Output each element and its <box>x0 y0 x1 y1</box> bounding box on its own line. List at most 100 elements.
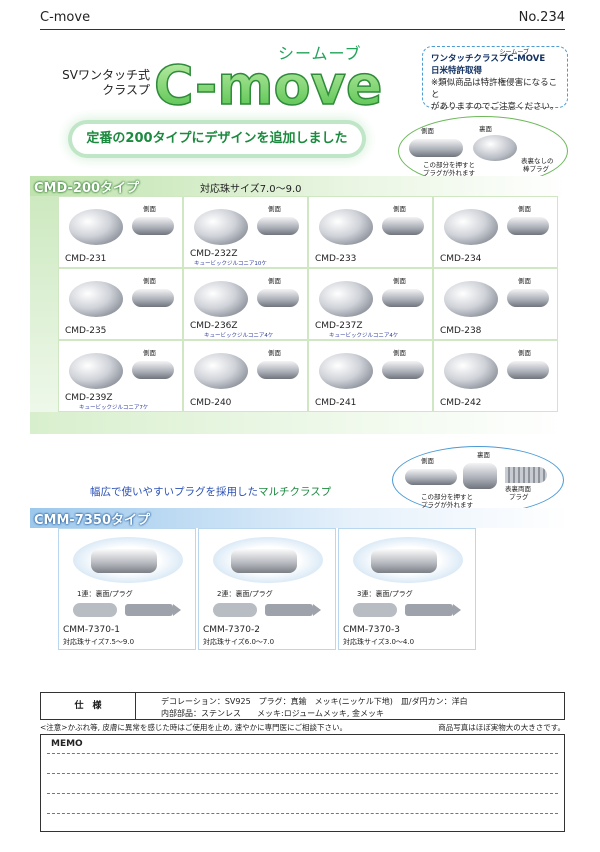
clasp-caption: 1連：裏面/プラグ <box>77 590 133 598</box>
diagram2-plug <box>505 467 547 483</box>
side-label: 側面 <box>268 277 281 285</box>
side-view-image <box>382 289 424 307</box>
plug-image <box>73 603 181 617</box>
diagram2-back-label: 裏面 <box>477 451 490 459</box>
photo-size-note: 商品写真はほぼ実物大の大きさです。 <box>438 723 565 732</box>
design-banner: 定番の200タイプにデザインを追加しました <box>72 124 362 154</box>
product-label: CMD-241 <box>315 398 357 408</box>
clasp-image <box>69 281 123 317</box>
clasp-image <box>319 209 373 245</box>
product-note: キュービックジルコニア4ケ <box>329 333 399 339</box>
side-view-image <box>507 361 549 379</box>
clasp-caption: 3連：裏面/プラグ <box>357 590 413 598</box>
diagram2-back-clasp <box>463 463 497 489</box>
product-label: CMD-240 <box>190 398 232 408</box>
product-note: キュービックジルコニア10ケ <box>194 261 267 267</box>
product-label: CMD-236Z <box>190 321 238 331</box>
diagram2-side-label: 側面 <box>421 457 434 465</box>
patent-line2: 日米特許取得 <box>431 66 483 76</box>
section1-left-band <box>30 196 58 412</box>
product-label: CMD-232Z <box>190 249 238 259</box>
diagram1-note1: この部分を押すと <box>423 161 475 169</box>
product-cell: 側面 CMD-237Z キュービックジルコニア4ケ <box>308 268 433 340</box>
product-cell: 側面 CMD-240 <box>183 340 308 412</box>
plug-image <box>213 603 321 617</box>
logo-text: C-move <box>154 54 382 116</box>
product-label: CMD-242 <box>440 398 482 408</box>
product-label: CMD-238 <box>440 326 482 336</box>
product-subtitle: SVワンタッチ式 クラスプ <box>58 68 150 98</box>
clasp-label: CMM-7370-3 <box>343 625 400 635</box>
side-label: 側面 <box>268 205 281 213</box>
side-view-image <box>382 361 424 379</box>
section2-title: CMM-7350タイプ <box>34 513 150 528</box>
product-label: CMD-239Z <box>65 393 113 403</box>
spec-key: 仕 様 <box>41 693 136 719</box>
clasp-image <box>194 281 248 317</box>
spec-line1: デコレーション：SV925 プラグ：真鍮 メッキ(ニッケル下地) 皿/ダ円カン：… <box>161 697 468 706</box>
page-header: C-move No.234 <box>40 10 565 30</box>
diagram1-side-label: 側面 <box>421 127 434 135</box>
side-view-image <box>132 217 174 235</box>
clasp-image <box>69 353 123 389</box>
multi-clasp-cell: 2連：裏面/プラグ CMM-7370-2 対応珠サイズ6.0～7.0 <box>198 528 336 650</box>
side-view-image <box>257 361 299 379</box>
memo-line <box>47 773 558 774</box>
multi-clasp-caption: 幅広で使いやすいプラグを採用したマルチクラスプ <box>90 484 331 499</box>
diagram1-back-clasp <box>473 135 517 161</box>
diagram2-note2: プラグが外れます <box>421 501 473 509</box>
clasp-image <box>444 353 498 389</box>
product-label: CMD-231 <box>65 254 107 264</box>
clasp-image <box>194 209 248 245</box>
side-label: 側面 <box>143 277 156 285</box>
subtitle-line1: SVワンタッチ式 <box>62 68 150 82</box>
memo-line <box>47 793 558 794</box>
clasp-label: CMM-7370-1 <box>63 625 120 635</box>
side-view-image <box>257 217 299 235</box>
side-label: 側面 <box>143 349 156 357</box>
side-view-image <box>507 289 549 307</box>
product-cell: 側面 CMD-232Z キュービックジルコニア10ケ <box>183 196 308 268</box>
diagram1-note4: 棒プラグ <box>523 165 549 173</box>
side-label: 側面 <box>393 277 406 285</box>
logo-kana: シームーブ <box>278 44 362 63</box>
side-view-image <box>257 289 299 307</box>
diagram1-note2: プラグが外れます <box>423 169 475 177</box>
clasp-diagram-1: 側面 裏面 この部分を押すと プラグが外れます 表裏なしの 棒プラグ <box>398 116 568 186</box>
memo-title: MEMO <box>51 739 83 749</box>
side-label: 側面 <box>518 277 531 285</box>
clasp-image <box>371 549 437 573</box>
side-label: 側面 <box>268 349 281 357</box>
diagram2-note1: この部分を押すと <box>421 493 473 501</box>
side-label: 側面 <box>393 349 406 357</box>
diagram1-note3: 表裏なしの <box>521 157 554 165</box>
clasp-image <box>91 549 157 573</box>
clasp-image <box>231 549 297 573</box>
section-cmd200-header: CMD-200タイプ 対応珠サイズ7.0～9.0 <box>30 176 570 196</box>
patent-kana: シームーブ <box>499 49 529 56</box>
patent-line4: がありますのでご注意ください。 <box>431 102 559 112</box>
section-cmm7350-header: CMM-7350タイプ <box>30 508 570 528</box>
clasp-image <box>194 353 248 389</box>
section1-bottom-band <box>30 412 570 434</box>
product-label: CMD-234 <box>440 254 482 264</box>
clasp-size: 対応珠サイズ7.5～9.0 <box>63 638 135 646</box>
section1-size: 対応珠サイズ7.0～9.0 <box>200 184 302 195</box>
diagram2-note4: プラグ <box>509 493 529 501</box>
clasp-label: CMM-7370-2 <box>203 625 260 635</box>
patent-line3: ※類似商品は特許権侵害になること <box>431 78 558 100</box>
clasp-image <box>444 209 498 245</box>
product-label: CMD-237Z <box>315 321 363 331</box>
section1-title: CMD-200タイプ <box>34 181 140 196</box>
clasp-image <box>444 281 498 317</box>
memo-box: MEMO <box>40 734 565 832</box>
spec-line2: 内部部品：ステンレス メッキ:ロジュームメッキ, 金メッキ <box>161 709 384 718</box>
patent-line1: ワンタッチクラスプC-MOVE <box>431 54 546 64</box>
product-note: キュービックジルコニア7ケ <box>79 405 149 411</box>
